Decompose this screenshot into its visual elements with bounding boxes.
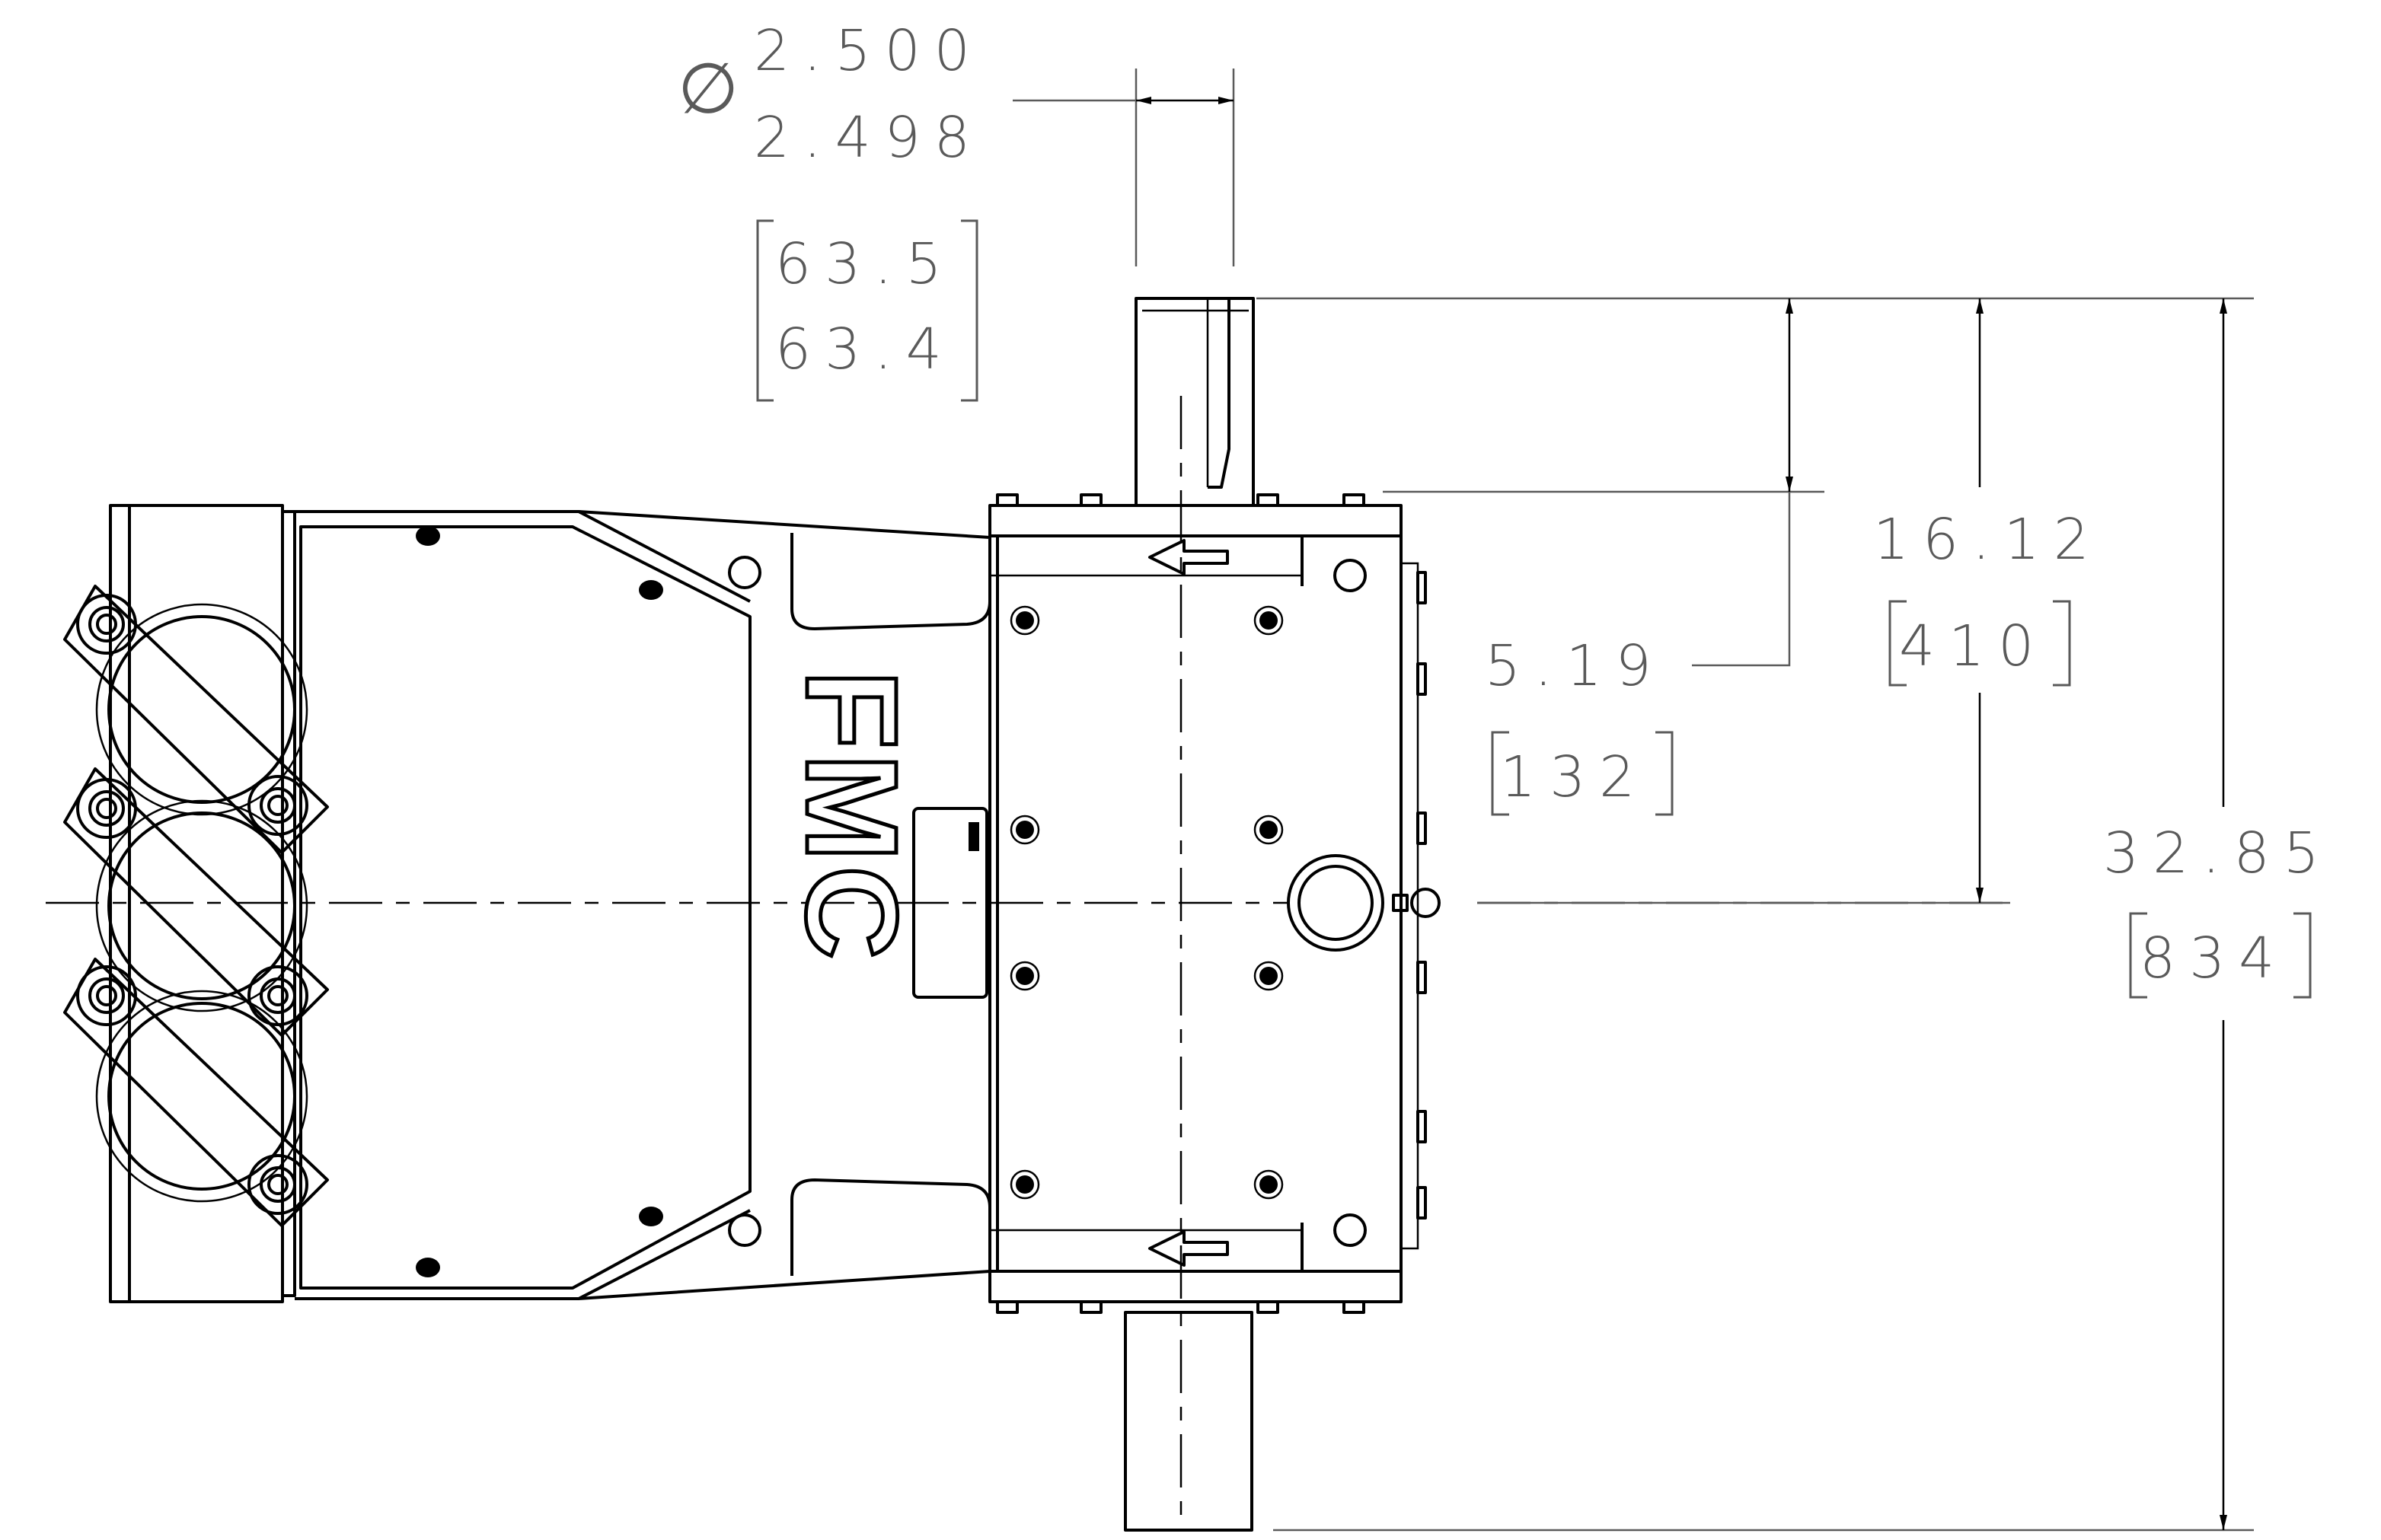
fmc-logo-text: FMC	[779, 670, 924, 964]
dim-5-19-mm: 132	[1500, 744, 1649, 810]
shaft-to-face-dimension: 5.19 132	[1256, 297, 2254, 816]
diameter-min-inch: 2.498	[754, 105, 984, 171]
diameter-symbol: ∅	[678, 48, 752, 129]
valve-clamp-strap-2	[63, 767, 329, 1037]
dim-32-85-mm: 834	[2140, 926, 2288, 991]
shaft-diameter-dimension: ∅ 2.500 2.498 63.5 63.4	[678, 18, 1235, 402]
overall-length-dimension: 32.85 834	[1273, 298, 2333, 1532]
fluid-end-manifold	[63, 504, 329, 1303]
dim-5-19-inch: 5.19	[1485, 633, 1665, 699]
power-end-housing	[912, 493, 1441, 1314]
valve-clamp-strap-3	[63, 958, 329, 1227]
valve-clamp-strap-1	[63, 585, 329, 854]
dim-16-12-mm: 410	[1899, 614, 2047, 679]
diameter-min-mm: 63.4	[775, 317, 956, 382]
fmc-logo: FMC	[777, 668, 926, 966]
shaft-to-center-dimension: 16.12 410	[1477, 298, 2103, 904]
cradle-frame	[295, 510, 991, 1300]
diameter-max-mm: 63.5	[775, 231, 956, 297]
input-shaft-top	[1135, 297, 1255, 505]
input-shaft-bottom	[1124, 1311, 1253, 1532]
center-lines	[46, 396, 2010, 1515]
dim-32-85-inch: 32.85	[2103, 821, 2333, 886]
diameter-max-inch: 2.500	[754, 18, 984, 84]
dim-16-12-inch: 16.12	[1873, 507, 2103, 572]
